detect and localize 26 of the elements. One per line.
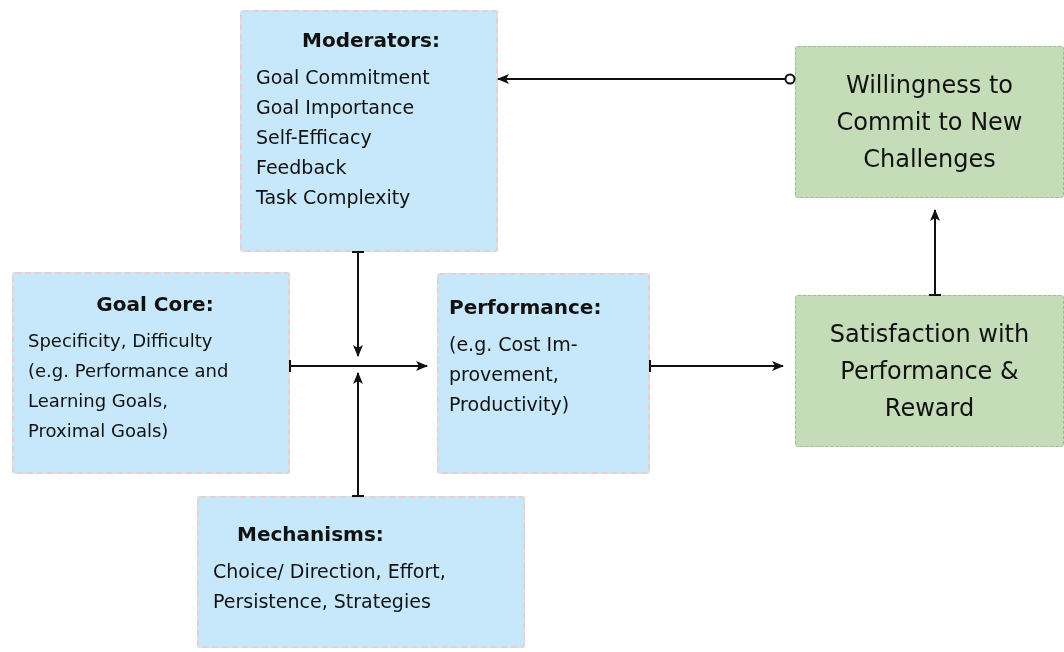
box-text: Feedback [256,155,348,180]
box-text: Satisfaction with Performance & Reward [828,318,1031,424]
concept-box [437,273,650,474]
box-text: (e.g. Cost Im- provement, Productivity) [449,332,579,417]
concept-box [12,272,290,474]
arrow [351,251,365,357]
box-heading: Mechanisms: [236,522,385,546]
outcome-box [795,46,1064,198]
arrow [649,359,784,373]
arrow [289,359,428,373]
box-text: Goal Commitment [256,65,431,90]
arrow [351,372,365,497]
box-heading: Goal Core: [95,292,215,316]
outcome-box [795,295,1064,447]
concept-box [240,10,498,252]
box-text: Task Complexity [256,185,412,210]
box-text: Specificity, Difficulty (e.g. Performance and Learning Goals, Proximal Goals) [28,329,230,443]
box-text: Self-Efficacy [256,125,373,150]
box-heading: Moderators: [301,28,441,52]
box-text: Willingness to Commit to New Challenges [835,69,1024,175]
box-heading: Performance: [449,295,603,319]
box-text: Choice/ Direction, Effort, Persistence, Strategies [213,559,447,614]
box-text: Goal Importance [256,95,416,120]
concept-box [197,496,525,648]
arrow [928,209,942,296]
arrow [497,73,796,85]
